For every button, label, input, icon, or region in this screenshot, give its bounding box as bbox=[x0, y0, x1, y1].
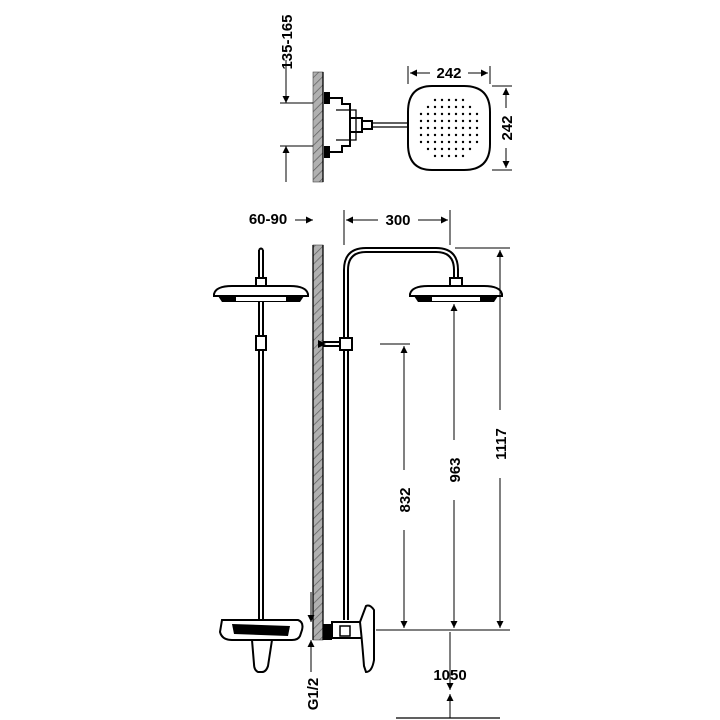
dim-arm-reach: 300 bbox=[385, 212, 410, 229]
nozzle-dot bbox=[461, 98, 465, 102]
nozzle-dot bbox=[447, 119, 451, 123]
shower-head-side-left bbox=[213, 285, 309, 302]
nozzle-dot bbox=[454, 140, 458, 144]
dim-height-to-support: 832 bbox=[397, 487, 414, 512]
nozzle-dot bbox=[433, 98, 437, 102]
nozzle-dot bbox=[433, 147, 437, 151]
nozzle-dot bbox=[447, 147, 451, 151]
nozzle-dot bbox=[433, 133, 437, 137]
nozzle-dot bbox=[475, 119, 479, 123]
nozzle-dot bbox=[440, 112, 444, 116]
nozzle-dot bbox=[433, 119, 437, 123]
nozzle-dot bbox=[447, 154, 451, 158]
nozzle-dot bbox=[454, 112, 458, 116]
nozzle-dot bbox=[461, 154, 465, 158]
dim-connection-thread: G1/2 bbox=[305, 678, 322, 711]
nozzle-dot bbox=[426, 119, 430, 123]
nozzle-dot bbox=[461, 147, 465, 151]
nozzle-dot bbox=[447, 98, 451, 102]
nozzle-dot bbox=[440, 133, 444, 137]
nozzle-dot bbox=[440, 98, 444, 102]
nozzle-dot bbox=[433, 126, 437, 130]
nozzle-dot bbox=[475, 140, 479, 144]
nozzle-dot bbox=[447, 112, 451, 116]
nozzle-dot bbox=[419, 133, 423, 137]
nozzle-dot bbox=[426, 112, 430, 116]
dim-wall-distance: 60-90 bbox=[249, 211, 287, 228]
nozzle-dot bbox=[454, 147, 458, 151]
nozzle-dot bbox=[447, 126, 451, 130]
shower-head-front bbox=[409, 285, 503, 302]
nozzle-dot bbox=[475, 133, 479, 137]
nozzle-dot bbox=[440, 119, 444, 123]
nozzle-dot bbox=[461, 133, 465, 137]
mixer-side-view bbox=[218, 619, 304, 673]
nozzle-dot bbox=[468, 105, 472, 109]
nozzle-dot bbox=[426, 147, 430, 151]
nozzle-dot bbox=[419, 140, 423, 144]
nozzle-dot bbox=[461, 105, 465, 109]
nozzle-dot bbox=[433, 105, 437, 109]
nozzle-dot bbox=[426, 126, 430, 130]
front-view: G1/2 300 832 963 1117 1050 bbox=[305, 210, 510, 719]
nozzle-dot bbox=[454, 105, 458, 109]
dim-shower-head-width: 242 bbox=[436, 65, 461, 82]
nozzle-dot bbox=[454, 119, 458, 123]
nozzle-dot bbox=[440, 154, 444, 158]
nozzle-dot bbox=[468, 112, 472, 116]
dim-floor-height: 1050 bbox=[433, 667, 466, 684]
nozzle-dot bbox=[440, 126, 444, 130]
nozzle-dot bbox=[468, 126, 472, 130]
dim-shower-head-depth: 242 bbox=[499, 115, 516, 140]
nozzle-dot bbox=[419, 119, 423, 123]
nozzle-dot bbox=[426, 140, 430, 144]
nozzle-dot bbox=[447, 140, 451, 144]
nozzle-dot bbox=[447, 133, 451, 137]
nozzle-dot bbox=[454, 98, 458, 102]
dim-height-to-head: 963 bbox=[447, 457, 464, 482]
nozzle-dot bbox=[426, 133, 430, 137]
wall-support-bracket bbox=[318, 337, 353, 351]
nozzle-dot bbox=[454, 133, 458, 137]
nozzle-dot bbox=[426, 105, 430, 109]
nozzle-dot bbox=[468, 119, 472, 123]
nozzle-dot bbox=[468, 133, 472, 137]
nozzle-dot bbox=[440, 140, 444, 144]
nozzle-dot bbox=[461, 126, 465, 130]
mixer-top-view bbox=[324, 92, 408, 158]
nozzle-dot bbox=[475, 112, 479, 116]
nozzle-dot bbox=[454, 126, 458, 130]
nozzle-dot bbox=[440, 105, 444, 109]
wall-front bbox=[312, 244, 324, 641]
nozzle-dot bbox=[433, 112, 437, 116]
nozzle-dot bbox=[468, 140, 472, 144]
dim-wall-offset-top: 135-165 bbox=[279, 14, 296, 69]
nozzle-dot bbox=[433, 140, 437, 144]
wall-top bbox=[312, 71, 324, 183]
nozzle-dot bbox=[419, 112, 423, 116]
nozzle-dot bbox=[468, 147, 472, 151]
nozzle-dot bbox=[433, 154, 437, 158]
nozzle-dot bbox=[447, 105, 451, 109]
nozzle-dot bbox=[461, 112, 465, 116]
nozzle-dot bbox=[454, 154, 458, 158]
side-view: 60-90 bbox=[213, 211, 313, 673]
nozzle-dot bbox=[461, 119, 465, 123]
dim-total-height: 1117 bbox=[493, 428, 510, 460]
nozzle-dot bbox=[440, 147, 444, 151]
mixer-front-view bbox=[323, 604, 375, 674]
nozzle-dot bbox=[475, 126, 479, 130]
nozzle-dot bbox=[461, 140, 465, 144]
nozzle-dot bbox=[419, 126, 423, 130]
shower-head-top-view bbox=[407, 85, 491, 171]
top-view: 135-165 242 242 bbox=[279, 14, 516, 183]
